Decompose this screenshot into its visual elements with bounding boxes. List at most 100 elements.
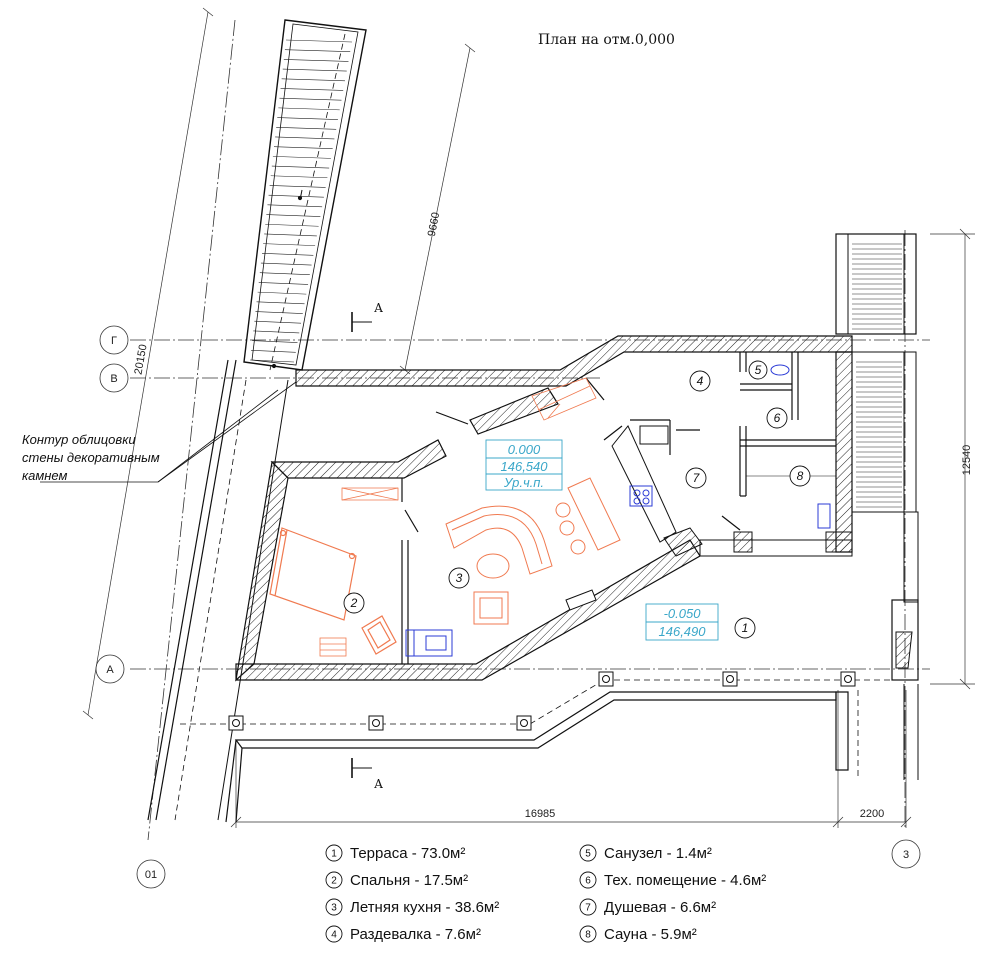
room-number-7: 7 [685, 467, 707, 489]
svg-text:6: 6 [774, 411, 781, 425]
terrace-column [840, 671, 856, 687]
svg-text:Спальня - 17.5м²: Спальня - 17.5м² [350, 872, 468, 889]
legend-item: 3 Летняя кухня - 38.6м² [325, 898, 499, 916]
dim-9660: 9660 [426, 211, 442, 237]
terrace-columns [228, 671, 856, 731]
dining-table [555, 477, 621, 555]
legend-item: 7 Душевая - 6.6м² [579, 898, 716, 916]
legend-item: 8 Сауна - 5.9м² [579, 925, 697, 943]
kitchen-counter [611, 425, 677, 543]
bed [269, 527, 357, 621]
svg-text:Сауна - 5.9м²: Сауна - 5.9м² [604, 926, 697, 943]
plan-title: План на отм.0,000 [538, 32, 675, 48]
dimension-left [82, 7, 214, 720]
svg-text:Летняя кухня - 38.6м²: Летняя кухня - 38.6м² [350, 899, 499, 916]
svg-text:Тех. помещение - 4.6м²: Тех. помещение - 4.6м² [604, 872, 766, 889]
grid-bubble-v: В [99, 363, 129, 393]
upper-stair-treads [249, 39, 353, 363]
blue-cabinet [405, 629, 453, 657]
toilet [770, 364, 790, 376]
grid-bubble-01: 01 [136, 859, 166, 889]
svg-text:Санузел - 1.4м²: Санузел - 1.4м² [604, 845, 712, 862]
dimension-bottom [230, 690, 912, 828]
svg-text:8: 8 [585, 930, 591, 941]
svg-text:1: 1 [742, 621, 749, 635]
partitions [401, 352, 836, 664]
level-terrace-abs: 146,490 [659, 624, 707, 639]
legend-item: 6 Тех. помещение - 4.6м² [579, 871, 766, 889]
room-number-8: 8 [789, 465, 811, 487]
level-kitchen-label: Ур.ч.п. [503, 475, 544, 490]
room-number-2: 2 [343, 592, 365, 614]
armchair-kitchen [473, 591, 509, 625]
orange-stair-hints [341, 377, 597, 501]
coffee-table [476, 553, 510, 579]
right-stair-treads [852, 243, 902, 508]
dim-12540: 12540 [961, 445, 973, 476]
section-label-bottom: А [374, 777, 383, 791]
svg-text:В: В [110, 373, 117, 385]
level-terrace-value: -0.050 [664, 606, 702, 621]
dim-20150: 20150 [132, 343, 149, 375]
svg-text:3: 3 [456, 571, 463, 585]
right-stair-block [835, 233, 919, 780]
main-walls [235, 335, 853, 682]
cladding-note-line-1: Контур облицовки [22, 432, 136, 447]
legend-item: 2 Спальня - 17.5м² [325, 871, 468, 889]
armchair-bedroom [361, 615, 397, 655]
svg-text:Душевая - 6.6м²: Душевая - 6.6м² [604, 899, 716, 916]
svg-text:Терраса - 73.0м²: Терраса - 73.0м² [350, 845, 465, 862]
dim-2200: 2200 [860, 808, 884, 820]
left-slanted-wall [147, 359, 289, 821]
room-number-1: 1 [734, 617, 756, 639]
svg-text:6: 6 [585, 876, 591, 887]
room-number-3: 3 [448, 567, 470, 589]
cladding-note-line-2: стены декоративным [22, 450, 160, 465]
svg-text:А: А [106, 664, 114, 676]
svg-text:7: 7 [693, 471, 701, 485]
cladding-note-leader [40, 381, 297, 483]
grid-bubble-a: А [95, 654, 125, 684]
terrace-column [598, 671, 614, 687]
room-number-4: 4 [689, 370, 711, 392]
sauna-bench [817, 503, 831, 529]
section-mark-bottom [351, 758, 372, 778]
dimension-stair [399, 43, 476, 375]
legend-item: 5 Санузел - 1.4м² [579, 844, 712, 862]
terrace-column [722, 671, 738, 687]
svg-text:5: 5 [585, 849, 591, 860]
svg-text:7: 7 [585, 903, 591, 914]
terrace-edge [180, 679, 890, 823]
svg-text:4: 4 [331, 930, 337, 941]
level-mark-terrace [645, 603, 719, 641]
dim-16985: 16985 [525, 808, 556, 820]
svg-text:1: 1 [331, 849, 337, 860]
section-mark-top [351, 312, 372, 332]
svg-text:3: 3 [331, 903, 337, 914]
upper-stair [243, 19, 367, 371]
level-kitchen-value: 0.000 [508, 442, 541, 457]
svg-text:2: 2 [350, 596, 358, 610]
section-label-top: А [374, 301, 383, 315]
terrace-column [368, 715, 384, 731]
svg-text:2: 2 [331, 876, 337, 887]
room-legend: 1 Терраса - 73.0м² 2 Спальня - 17.5м² 3 Летня… [325, 844, 766, 943]
terrace-column [516, 715, 532, 731]
svg-text:5: 5 [755, 363, 762, 377]
svg-text:3: 3 [903, 849, 909, 861]
level-mark-kitchen [485, 439, 563, 491]
level-kitchen-abs: 146,540 [501, 459, 549, 474]
grid-bubble-g: Г [99, 325, 129, 355]
svg-text:Г: Г [111, 335, 117, 347]
svg-text:Раздевалка - 7.6м²: Раздевалка - 7.6м² [350, 926, 481, 943]
svg-text:8: 8 [797, 469, 804, 483]
cladding-note-line-3: камнем [22, 468, 68, 483]
legend-item: 1 Терраса - 73.0м² [325, 844, 465, 862]
legend-item: 4 Раздевалка - 7.6м² [325, 925, 481, 943]
rug [319, 637, 347, 657]
room-number-6: 6 [766, 407, 788, 429]
grid-bubble-3: 3 [891, 839, 921, 869]
terrace-column [228, 715, 244, 731]
